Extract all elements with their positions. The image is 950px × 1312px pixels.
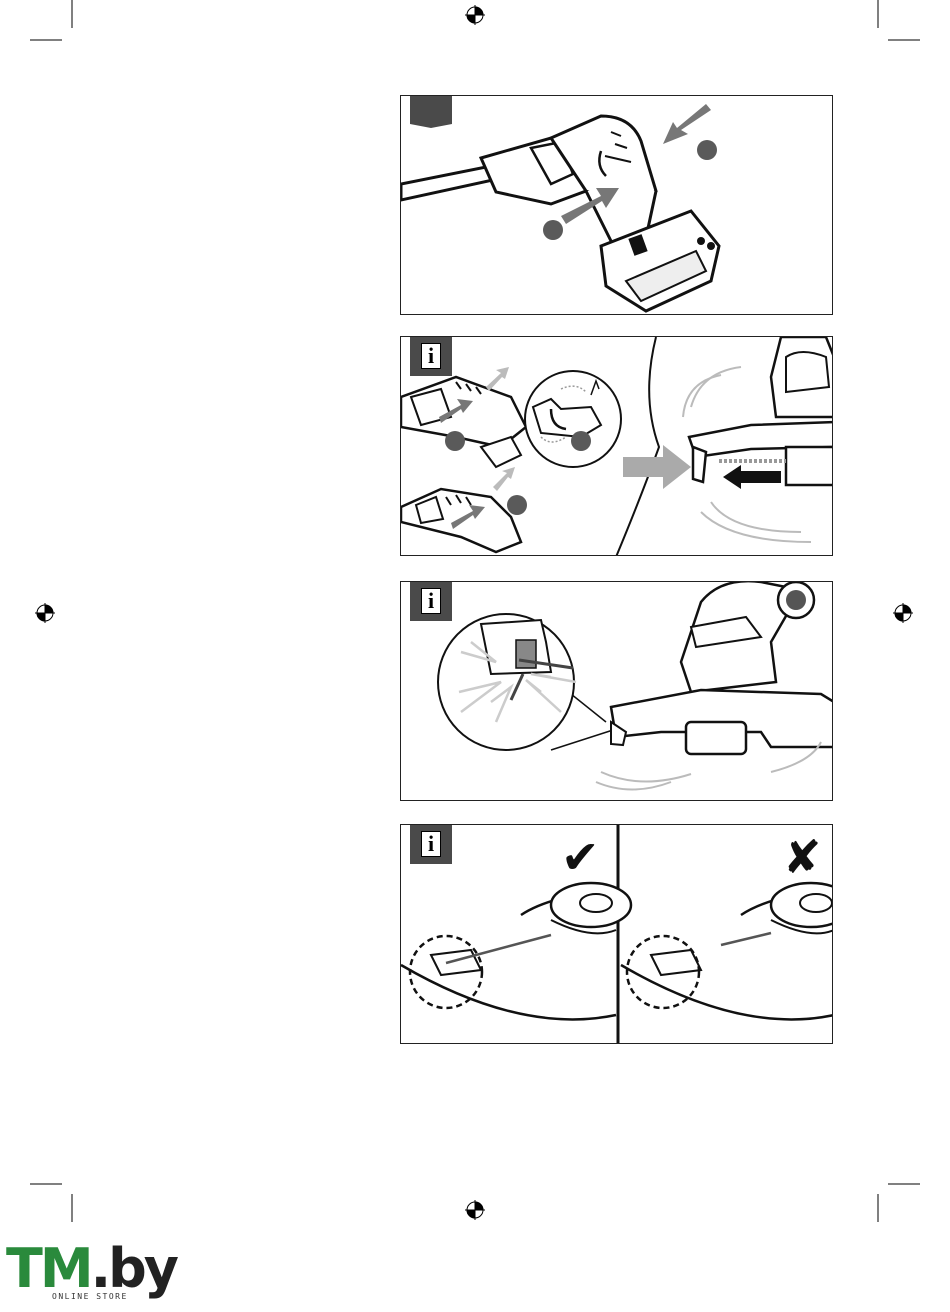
cross-icon: ✘ <box>783 830 822 884</box>
panel-guard-attach: i <box>400 336 833 556</box>
callout-1-icon <box>543 220 563 240</box>
tmby-logo: TM.by ONLINE STORE <box>6 1236 166 1302</box>
panel-battery-insert <box>400 95 833 315</box>
registration-mark-left <box>35 603 55 623</box>
step-badge-icon <box>410 96 452 128</box>
arrow-icon <box>663 104 711 144</box>
line-cutter-blade-icon <box>401 582 833 801</box>
registration-mark-right <box>893 603 913 623</box>
info-badge: i <box>410 824 452 864</box>
info-badge: i <box>410 336 452 376</box>
checkmark-icon: ✔ <box>561 830 600 884</box>
wrong-example <box>621 883 833 1019</box>
correct-example <box>401 883 631 1019</box>
callout-3-icon <box>507 495 527 515</box>
callout-2-icon <box>571 431 591 451</box>
line-length-comparison-icon: ✔ ✘ <box>401 825 833 1044</box>
info-icon: i <box>421 343 441 369</box>
info-icon: i <box>421 588 441 614</box>
panel-line-cutter: i <box>400 581 833 801</box>
guard-clip-icon <box>401 337 833 556</box>
panel-line-length: ✔ ✘ i <box>400 824 833 1044</box>
registration-mark-top <box>465 5 485 25</box>
callout-1-icon <box>445 431 465 451</box>
info-icon: i <box>421 831 441 857</box>
callout-2-icon <box>697 140 717 160</box>
info-badge: i <box>410 581 452 621</box>
logo-by: .by <box>91 1237 176 1300</box>
registration-mark-bottom <box>465 1200 485 1220</box>
trimmer-handle-battery-icon <box>401 96 833 315</box>
logo-tagline: ONLINE STORE <box>50 1292 130 1301</box>
logo-tm: TM <box>6 1237 91 1300</box>
